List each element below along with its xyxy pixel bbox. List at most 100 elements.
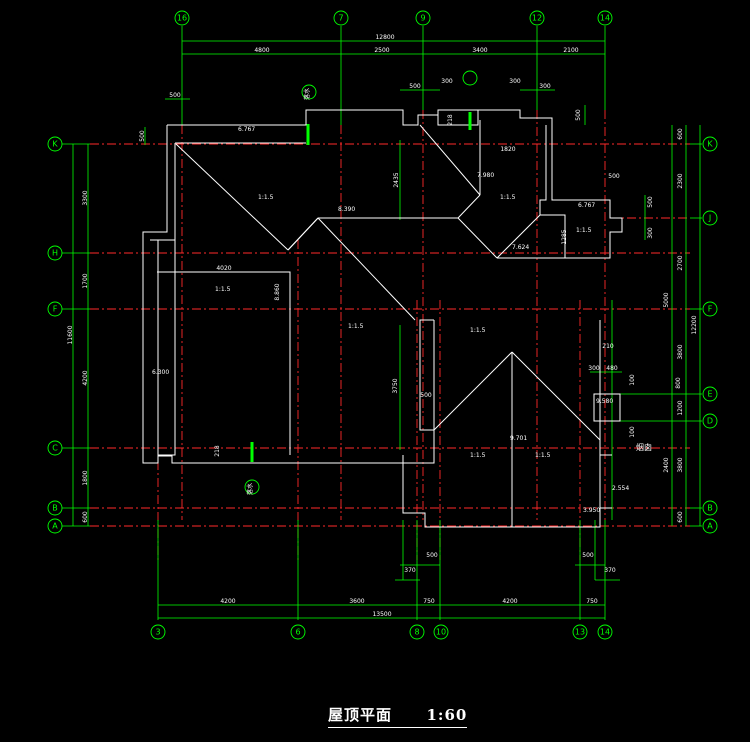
slope-labels: 1:1.5 1:1.5 1:1.5 1:1.5 1:1.5 1:1.5 1:1.…: [215, 194, 592, 459]
inner-dim: 218: [214, 445, 221, 457]
inner-dim: 3750: [392, 378, 399, 393]
axis-label-bottom: 6: [295, 628, 300, 637]
dim-bottom: 4200: [502, 598, 517, 605]
axis-label-bottom: 3: [155, 628, 160, 637]
inner-dim: 1820: [500, 146, 515, 153]
chimney-note: 烟囱: [636, 442, 652, 452]
drain-label: 落水: [303, 88, 311, 100]
dim-small: 500: [426, 552, 438, 559]
dim-right: 1200: [677, 400, 684, 415]
dim-bottom-total: 13500: [372, 611, 391, 618]
axis-bubbles-right: K J F E D B A: [702, 136, 718, 534]
dim-right: 5000: [663, 292, 670, 307]
axis-label-left: F: [53, 305, 58, 314]
axis-label-top: 7: [338, 14, 343, 23]
dim-bottom: 750: [586, 598, 598, 605]
elevation: 7.624: [512, 244, 529, 251]
dim-right: 800: [675, 377, 682, 389]
axis-label-bottom: 10: [436, 628, 446, 637]
dim-right: 2300: [677, 173, 684, 188]
dimension-lines: [72, 40, 701, 619]
axis-label-top: 9: [420, 14, 425, 23]
elevation: 8.390: [338, 206, 355, 213]
axis-label-bottom: 13: [575, 628, 585, 637]
slope: 1:1.5: [470, 327, 486, 334]
dim-small: 300: [539, 83, 551, 90]
elevation: 7.980: [477, 172, 494, 179]
slope: 1:1.5: [348, 323, 364, 330]
axis-bubbles-bottom: 3 6 8 10 13 14: [150, 624, 613, 640]
slope: 1:1.5: [500, 194, 516, 201]
dim-left: 1700: [82, 273, 89, 288]
inner-dimensions: 1820 2435 1285 4020 8.860 3750 500 218 2…: [214, 88, 652, 495]
axis-bubbles-left: K H F C B A: [47, 136, 63, 534]
inner-dim: 218: [447, 114, 454, 126]
elevation-labels: 6.767 8.390 7.980 7.624 6.767 6.300 9.58…: [152, 126, 629, 514]
dim-small: 100: [629, 426, 636, 438]
axis-label-right: F: [708, 305, 713, 314]
dim-small: 370: [604, 567, 616, 574]
axis-label-right: B: [707, 504, 713, 513]
elevation: 9.701: [510, 435, 527, 442]
axis-label-top: 16: [177, 14, 187, 23]
drain-marks: [244, 70, 478, 495]
axis-label-right: D: [707, 417, 713, 426]
dim-small: 100: [629, 374, 636, 386]
dim-right: 2400: [663, 457, 670, 472]
right-dimensions: 600 2300 2700 1200 800 2400 600 5000 380…: [588, 128, 698, 523]
roof-outline: [142, 109, 623, 528]
scale-text: 1:60: [426, 706, 468, 724]
dim-right: 3800: [677, 457, 684, 472]
axis-label-left: B: [52, 504, 58, 513]
left-dimensions: 3300 1700 4200 1800 600 11600 500: [67, 130, 146, 523]
slope: 1:1.5: [535, 452, 551, 459]
dim-small: 500: [575, 109, 582, 121]
inner-dim: 4020: [216, 265, 231, 272]
dim-top: 3400: [472, 47, 487, 54]
dim-small: 370: [404, 567, 416, 574]
dim-top: 2100: [563, 47, 578, 54]
axis-label-right: J: [708, 214, 711, 223]
axis-label-left: A: [52, 522, 58, 531]
axis-label-top: 12: [532, 14, 542, 23]
dim-right: 600: [677, 128, 684, 140]
dim-small: 300: [588, 365, 600, 372]
dim-top-total: 12800: [375, 34, 394, 41]
slope: 1:1.5: [470, 452, 486, 459]
dim-left-total: 11600: [67, 325, 74, 344]
axis-label-right: A: [707, 522, 713, 531]
elevation: 6.767: [578, 202, 595, 209]
dim-small: 210: [602, 343, 614, 350]
axis-label-right: E: [707, 390, 712, 399]
dim-small: 300: [647, 227, 654, 239]
axis-grid: [90, 110, 690, 560]
axis-label-bottom: 8: [414, 628, 419, 637]
axis-label-top: 14: [600, 14, 610, 23]
axis-label-left: C: [52, 444, 58, 453]
elevation: 3.950: [583, 507, 600, 514]
dim-small: 300: [509, 78, 521, 85]
inner-dim: 1285: [561, 229, 568, 244]
extension-lines: [62, 26, 702, 620]
dim-right: 2700: [677, 255, 684, 270]
dim-small: 300: [441, 78, 453, 85]
dim-small: 500: [608, 173, 620, 180]
dim-small: 500: [582, 552, 594, 559]
dim-top: 2500: [374, 47, 389, 54]
dim-left: 1800: [82, 470, 89, 485]
dim-right: 3800: [677, 344, 684, 359]
axis-label-bottom: 14: [600, 628, 610, 637]
dim-small: 500: [647, 196, 654, 208]
dim-left: 600: [82, 511, 89, 523]
axis-label-right: K: [707, 140, 713, 149]
bottom-dimensions: 4200 3600 750 4200 750 13500 370 500 500…: [220, 552, 616, 618]
dim-bottom: 3600: [349, 598, 364, 605]
inner-dim: 8.860: [274, 283, 281, 300]
axis-label-left: H: [52, 249, 58, 258]
slope: 1:1.5: [215, 286, 231, 293]
dim-bottom: 4200: [220, 598, 235, 605]
elevation: 6.300: [152, 369, 169, 376]
elevation: 6.767: [238, 126, 255, 133]
dim-small: 500: [139, 130, 146, 142]
